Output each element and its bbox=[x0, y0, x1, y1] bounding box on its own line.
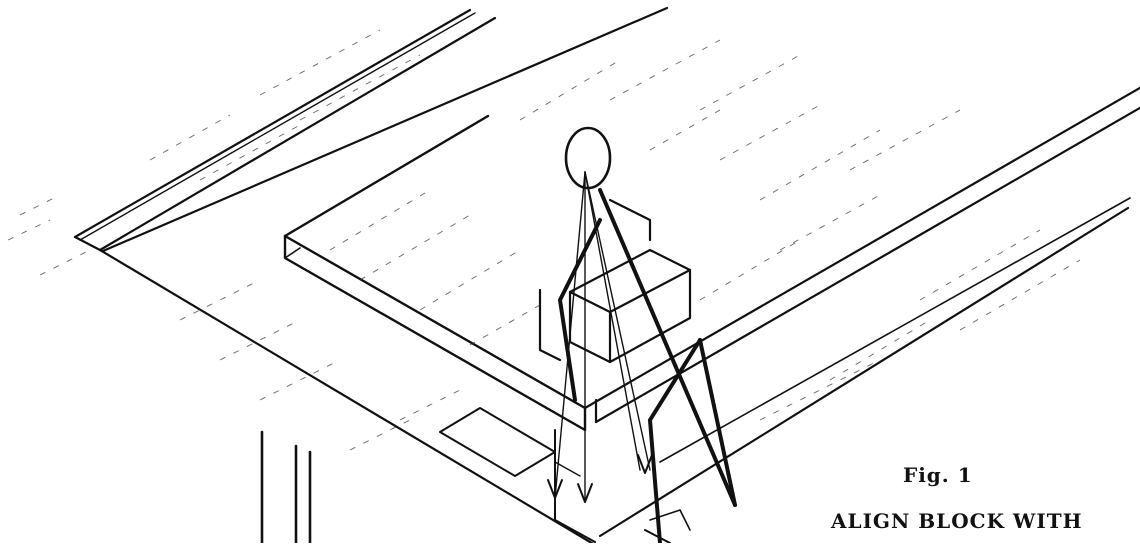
foot-arrow bbox=[645, 510, 690, 543]
vertical-posts bbox=[262, 432, 310, 543]
right-rail bbox=[585, 85, 1140, 462]
surface-hatching bbox=[8, 30, 1080, 450]
raised-platform bbox=[285, 116, 585, 430]
figure-description: ALIGN BLOCK WITH bbox=[831, 509, 1083, 533]
platform-base bbox=[440, 408, 595, 542]
figure-label: Fig. 1 bbox=[903, 463, 973, 487]
figure-head bbox=[566, 128, 610, 188]
